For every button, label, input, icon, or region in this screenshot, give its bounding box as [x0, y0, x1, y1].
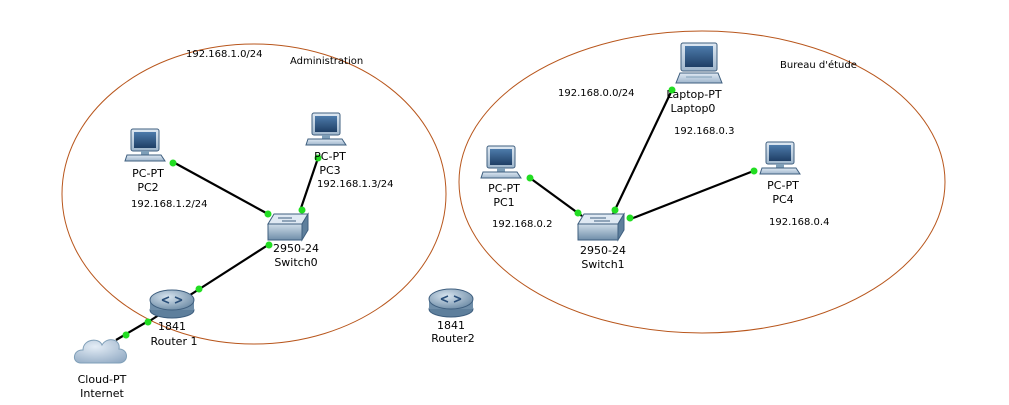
pc1-device[interactable] [480, 145, 522, 179]
laptop0-ip-label: 192.168.0.3 [674, 126, 734, 137]
pc4-name-label: PC4 [772, 193, 793, 206]
area-bureau-etude-network: 192.168.0.0/24 [558, 88, 635, 99]
link-pc3-switch0[interactable] [298, 157, 320, 212]
router-icon [149, 289, 195, 319]
desktop-pc-icon [124, 128, 166, 162]
internet-name-label: Internet [80, 387, 124, 400]
switch-icon [267, 212, 309, 242]
area-bureau-etude [458, 30, 946, 334]
pc2-ip-label: 192.168.1.2/24 [131, 199, 208, 210]
desktop-pc-icon [759, 141, 801, 175]
area-administration-label: Administration [290, 56, 363, 67]
port-light [144, 318, 152, 326]
link-router1-internet[interactable] [115, 319, 151, 341]
pc1-ip-label: 192.168.0.2 [492, 219, 552, 230]
cloud-icon [74, 339, 127, 364]
switch0-model-label: 2950-24 [273, 242, 319, 255]
internet-device[interactable] [74, 339, 127, 364]
link-pc2-switch0[interactable] [172, 161, 269, 215]
port-light [611, 206, 619, 214]
laptop0-model-label: Laptop-PT [666, 88, 721, 101]
port-light [574, 209, 582, 217]
desktop-pc-icon [480, 145, 522, 179]
port-light [526, 174, 534, 182]
port-light [169, 159, 177, 167]
area-administration [61, 43, 447, 345]
pc4-device[interactable] [759, 141, 801, 175]
pc3-model-label: PC-PT [314, 150, 346, 163]
pc3-device[interactable] [305, 112, 347, 146]
area-administration-network: 192.168.1.0/24 [186, 49, 263, 60]
port-light [195, 285, 203, 293]
switch1-model-label: 2950-24 [580, 244, 626, 257]
link-pc4-switch1[interactable] [627, 168, 757, 222]
port-light [626, 214, 634, 222]
port-light [264, 210, 272, 218]
pc2-name-label: PC2 [137, 181, 158, 194]
link-pc1-switch1[interactable] [529, 177, 583, 217]
pc2-model-label: PC-PT [132, 167, 164, 180]
pc4-ip-label: 192.168.0.4 [769, 217, 829, 228]
laptop0-name-label: Laptop0 [671, 102, 716, 115]
internet-model-label: Cloud-PT [78, 373, 127, 386]
router2-name-label: Router2 [431, 332, 474, 345]
router1-name-label: Router 1 [151, 335, 198, 348]
router-icon [428, 288, 474, 318]
switch1-name-label: Switch1 [581, 258, 624, 271]
pc2-device[interactable] [124, 128, 166, 162]
switch0-device[interactable] [267, 212, 309, 242]
router2-model-label: 1841 [437, 319, 465, 332]
area-bureau-etude-label: Bureau d'étude [780, 59, 857, 71]
port-light [314, 154, 322, 162]
laptop0-device[interactable] [675, 42, 723, 84]
desktop-pc-icon [305, 112, 347, 146]
link-laptop0-switch1[interactable] [612, 89, 673, 215]
port-light [668, 86, 676, 94]
laptop-icon [675, 42, 723, 84]
router2-device[interactable] [428, 288, 474, 318]
switch1-device[interactable] [577, 212, 625, 242]
port-light [265, 241, 273, 249]
pc3-name-label: PC3 [319, 164, 340, 177]
switch-icon [577, 212, 625, 242]
port-lights [122, 86, 758, 339]
router1-device[interactable] [149, 289, 195, 319]
pc4-model-label: PC-PT [767, 179, 799, 192]
pc1-name-label: PC1 [493, 196, 514, 209]
pc3-ip-label: 192.168.1.3/24 [317, 179, 394, 190]
port-light [122, 331, 130, 339]
pc1-model-label: PC-PT [488, 182, 520, 195]
switch0-name-label: Switch0 [274, 256, 317, 269]
router1-model-label: 1841 [158, 320, 186, 333]
port-light [298, 206, 306, 214]
port-light [750, 167, 758, 175]
